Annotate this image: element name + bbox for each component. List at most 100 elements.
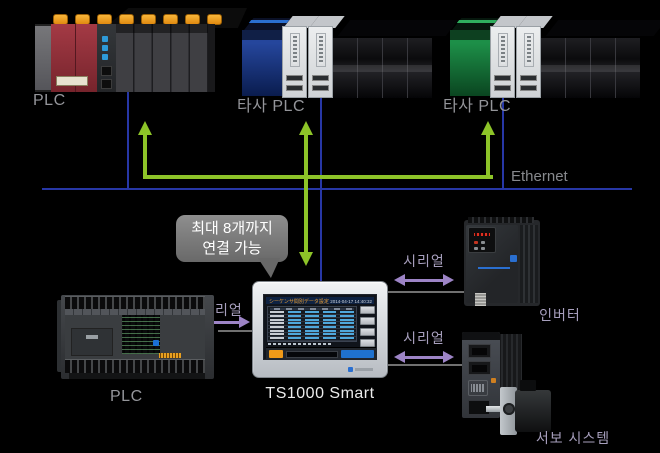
ethernet-drop-line-right xyxy=(502,96,504,190)
hmi-side-button[interactable] xyxy=(360,328,375,336)
led-icon xyxy=(102,36,108,42)
rack-side-face xyxy=(208,24,215,92)
brand-accent-line xyxy=(478,267,510,269)
keypad-button xyxy=(474,247,478,250)
hmi-input-field[interactable] xyxy=(286,350,338,358)
terminal-row-bottom xyxy=(65,359,205,373)
inverter-label: 인버터 xyxy=(539,307,581,323)
hmi-orange-button[interactable] xyxy=(269,350,283,358)
indicator-icon xyxy=(491,378,496,383)
flow-arrow-left-shaft xyxy=(143,134,147,177)
module-top-stripe xyxy=(248,20,290,23)
hmi-table-header xyxy=(268,307,356,311)
arrow-left-icon xyxy=(394,274,405,286)
drive-top-panel xyxy=(462,332,500,340)
ethernet-port-icon xyxy=(101,66,112,76)
black-modules xyxy=(332,38,432,98)
comm-connector xyxy=(468,361,491,375)
comm-connector xyxy=(468,344,491,358)
hmi-screen-title: シーケンサ間別データ設定 xyxy=(269,299,329,304)
access-panel xyxy=(71,328,113,356)
label-strip xyxy=(65,309,205,315)
serial-arrow-inverter xyxy=(394,274,454,287)
brand-logo-icon xyxy=(510,255,517,262)
inverter-image xyxy=(462,217,542,308)
ethernet-port-icon xyxy=(101,79,112,89)
motor-shaft xyxy=(486,406,502,412)
rack-end-module xyxy=(35,26,51,90)
module-slot xyxy=(286,85,303,91)
flow-bus-line xyxy=(143,175,493,179)
servo-system-image xyxy=(460,330,560,440)
led-icon xyxy=(102,54,108,60)
third-party-plc-blue-image xyxy=(240,12,459,98)
hmi-table-row xyxy=(268,322,356,326)
plc-base xyxy=(69,373,205,379)
ethernet-bus-line xyxy=(42,188,632,190)
flow-arrow-right-shaft xyxy=(486,134,490,177)
comm-module xyxy=(97,24,116,92)
serial-cable-plc-hmi xyxy=(218,330,252,332)
plc-middle-label: 타사 PLC xyxy=(237,98,306,115)
servo-label: 서보 시스템 xyxy=(535,430,611,446)
brand-logo-icon xyxy=(153,340,159,346)
white-module xyxy=(282,26,307,98)
vent-grille-icon xyxy=(524,33,534,67)
hmi-brand-logo xyxy=(348,367,374,373)
keypad-button xyxy=(474,241,478,244)
arrow-right-icon xyxy=(239,316,250,328)
up-arrow-icon xyxy=(138,121,152,135)
vent-grille-icon xyxy=(316,33,326,67)
hmi-data-table xyxy=(267,306,357,342)
hmi-device: シーケンサ間別データ設定 2014-04-17 14:40:32 xyxy=(252,281,388,378)
serial-arrow-servo xyxy=(394,351,454,364)
heatsink-fins xyxy=(520,225,538,303)
cpu-module-blue xyxy=(242,30,282,96)
serial-label-servo: 시리얼 xyxy=(403,330,445,346)
module-top-face xyxy=(337,20,459,36)
led-status-panel xyxy=(119,312,163,357)
cpu-module xyxy=(51,24,97,92)
up-arrow-icon xyxy=(299,121,313,135)
io-connector xyxy=(468,380,488,396)
rack-body xyxy=(35,24,215,92)
white-module xyxy=(308,26,333,98)
hmi-table-row xyxy=(268,337,356,341)
white-module xyxy=(516,26,541,98)
module-slot xyxy=(312,75,329,81)
hmi-label: TS1000 Smart xyxy=(265,385,375,402)
module-slot xyxy=(494,75,511,81)
module-slot xyxy=(520,75,537,81)
motor-connector xyxy=(520,380,536,391)
hmi-side-button[interactable] xyxy=(360,317,375,325)
servo-drive xyxy=(462,332,500,418)
black-modules xyxy=(540,38,640,98)
arrow-left-icon xyxy=(394,351,405,363)
hmi-table-row xyxy=(268,333,356,337)
vent-grille-icon xyxy=(498,33,508,67)
inverter-keypad xyxy=(468,227,496,253)
ethernet-label: Ethernet xyxy=(511,168,568,185)
hmi-table-row xyxy=(268,329,356,334)
seven-segment-display xyxy=(473,232,491,237)
cpu-module-green xyxy=(450,30,490,96)
up-arrow-icon xyxy=(481,121,495,135)
hmi-table-body xyxy=(268,311,356,341)
hmi-touchscreen[interactable]: シーケンサ間別データ設定 2014-04-17 14:40:32 xyxy=(263,294,377,360)
module-top-face xyxy=(545,20,660,36)
arrow-right-icon xyxy=(443,351,454,363)
callout-bubble: 최대 8개까지 연결 가능 xyxy=(176,215,288,262)
module-top-stripe xyxy=(456,20,498,23)
brand-logo-icon xyxy=(348,367,353,372)
hmi-side-button[interactable] xyxy=(360,306,375,314)
led-icon xyxy=(102,45,108,51)
model-sticker xyxy=(157,352,183,359)
hmi-blue-button[interactable] xyxy=(341,350,374,358)
third-party-plc-green-image xyxy=(448,12,660,98)
hmi-side-button[interactable] xyxy=(360,339,375,347)
hmi-table-row xyxy=(268,315,356,319)
rack-plc-image xyxy=(35,8,247,94)
serial-label-inverter: 시리얼 xyxy=(403,253,445,269)
callout-line1: 최대 8개까지 xyxy=(191,219,273,237)
